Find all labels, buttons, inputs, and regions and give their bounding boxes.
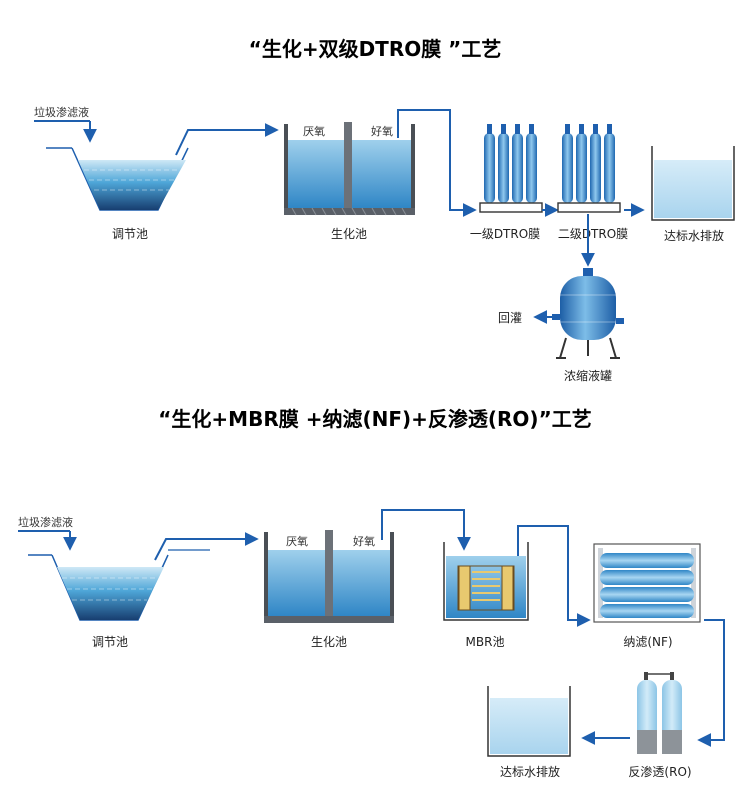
d2-equalization-tank <box>28 554 169 621</box>
d2-discharge-label: 达标水排放 <box>500 764 560 779</box>
d1-flow-4 <box>581 203 645 267</box>
d2-inlet-arrow <box>18 530 77 551</box>
d1-dtro-stage1-label: 一级DTRO膜 <box>470 227 540 241</box>
d1-inlet-arrow <box>34 120 97 143</box>
d1-flow-1 <box>175 123 279 156</box>
diagram2-title: “生化+MBR膜 +纳滤(NF)+反渗透(RO)”工艺 <box>158 407 591 431</box>
d1-discharge-tank <box>651 146 735 221</box>
d1-discharge-label: 达标水排放 <box>664 228 724 243</box>
d2-mbr-label: MBR池 <box>466 635 505 649</box>
d2-inlet-label: 垃圾渗滤液 <box>18 515 73 529</box>
d2-anoxic-label: 厌氧 <box>286 534 308 548</box>
d1-recirc-label: 回灌 <box>498 311 522 325</box>
d1-biochemical-tank-label: 生化池 <box>331 227 367 241</box>
d1-concentrate-tank <box>552 268 624 359</box>
d1-aerobic-label: 好氧 <box>371 124 393 138</box>
d2-discharge-tank <box>487 686 571 757</box>
d2-mbr-tank <box>443 542 529 621</box>
d2-biochemical-tank <box>264 530 394 623</box>
d1-anoxic-label: 厌氧 <box>303 124 325 138</box>
d2-ro-label: 反渗透(RO) <box>628 764 691 779</box>
d2-equalization-tank-label: 调节池 <box>92 635 128 649</box>
d2-ro-unit <box>637 672 682 754</box>
d1-concentrate-label: 浓缩液罐 <box>564 368 612 383</box>
d2-flow-1 <box>154 532 259 561</box>
d1-dtro-stage2 <box>557 124 621 213</box>
d2-biochemical-tank-label: 生化池 <box>311 635 347 649</box>
diagram1-title: “生化+双级DTRO膜 ”工艺 <box>249 37 502 61</box>
d1-equalization-tank-label: 调节池 <box>112 227 148 241</box>
d2-flow-3 <box>517 525 591 627</box>
d2-nf-label: 纳滤(NF) <box>623 635 672 649</box>
d1-dtro-stage1 <box>479 124 543 213</box>
d2-nanofiltration-unit <box>593 543 701 623</box>
d1-biochemical-tank <box>284 122 415 216</box>
d1-dtro-stage2-label: 二级DTRO膜 <box>558 227 628 241</box>
d1-flow-2 <box>397 109 477 217</box>
d2-flow-4 <box>697 619 725 747</box>
d1-inlet-label: 垃圾渗滤液 <box>34 105 89 119</box>
d2-flow-2 <box>381 509 471 551</box>
d1-equalization-tank <box>46 147 189 211</box>
d2-aerobic-label: 好氧 <box>353 534 375 548</box>
